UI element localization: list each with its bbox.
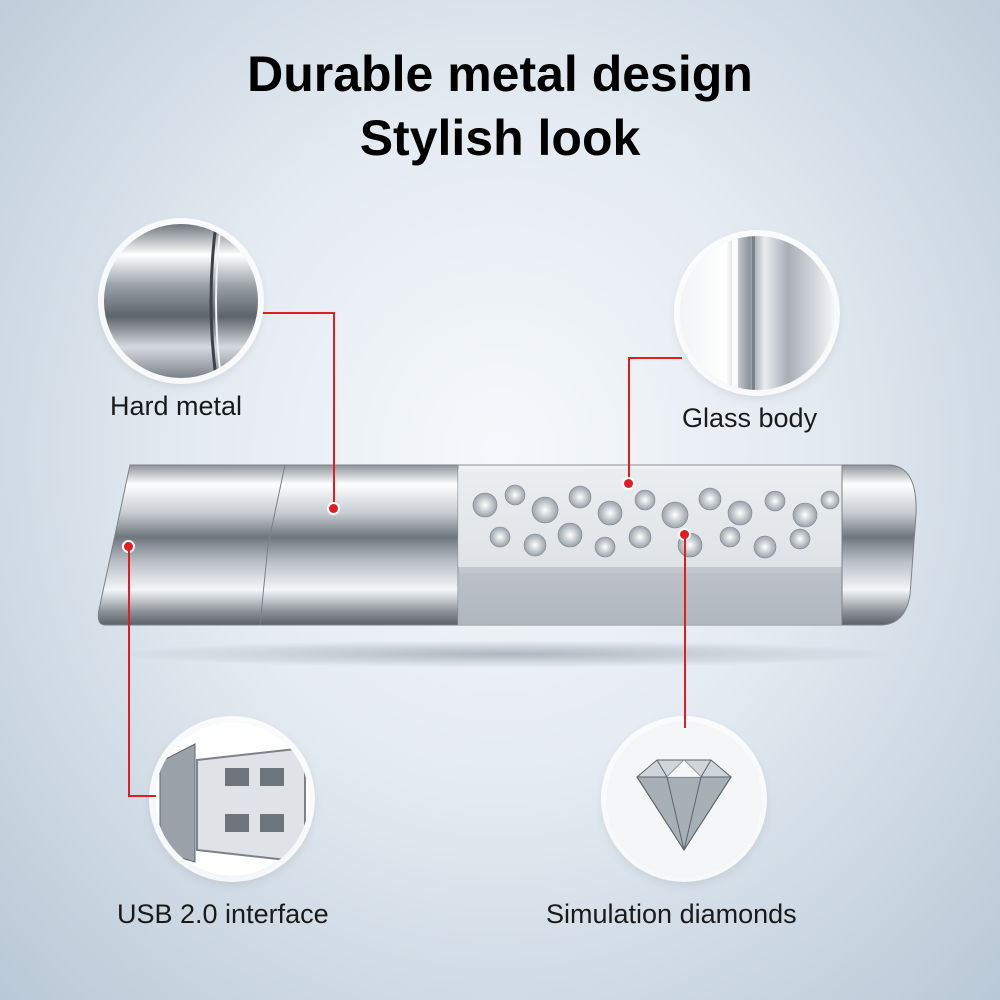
- hard-metal-detail-circle: [104, 224, 258, 378]
- glass-body-detail-circle: [680, 236, 834, 390]
- callout-hard-metal-v: [333, 312, 335, 508]
- metal-cap-icon: [104, 224, 258, 378]
- callout-hard-metal-dot: [329, 504, 338, 513]
- label-usb-interface: USB 2.0 interface: [117, 899, 329, 929]
- callout-usb-v: [128, 548, 130, 796]
- glass-rod-icon: [680, 236, 834, 390]
- callout-diamond-dot: [680, 530, 689, 539]
- callout-diamond-v: [684, 536, 686, 728]
- usb-interface-detail-circle: [155, 722, 309, 876]
- callout-glass-body-h: [628, 357, 682, 359]
- label-glass-body: Glass body: [682, 403, 818, 433]
- callout-usb-h: [128, 795, 156, 797]
- diamond-icon: [607, 722, 761, 876]
- callout-usb-dot: [124, 542, 133, 551]
- label-simulation-diamonds: Simulation diamonds: [546, 899, 797, 929]
- diamond-detail-circle: [607, 722, 761, 876]
- headline-line-1: Durable metal design: [247, 46, 753, 102]
- label-hard-metal: Hard metal: [110, 391, 243, 421]
- callout-hard-metal-h: [263, 312, 335, 314]
- usb-drive-image: [97, 464, 917, 626]
- headline-line-2: Stylish look: [359, 110, 641, 166]
- callout-glass-body-v: [628, 357, 630, 483]
- usb-connector-icon: [155, 722, 309, 876]
- drive-shadow: [110, 640, 900, 668]
- callout-glass-body-dot: [624, 479, 633, 488]
